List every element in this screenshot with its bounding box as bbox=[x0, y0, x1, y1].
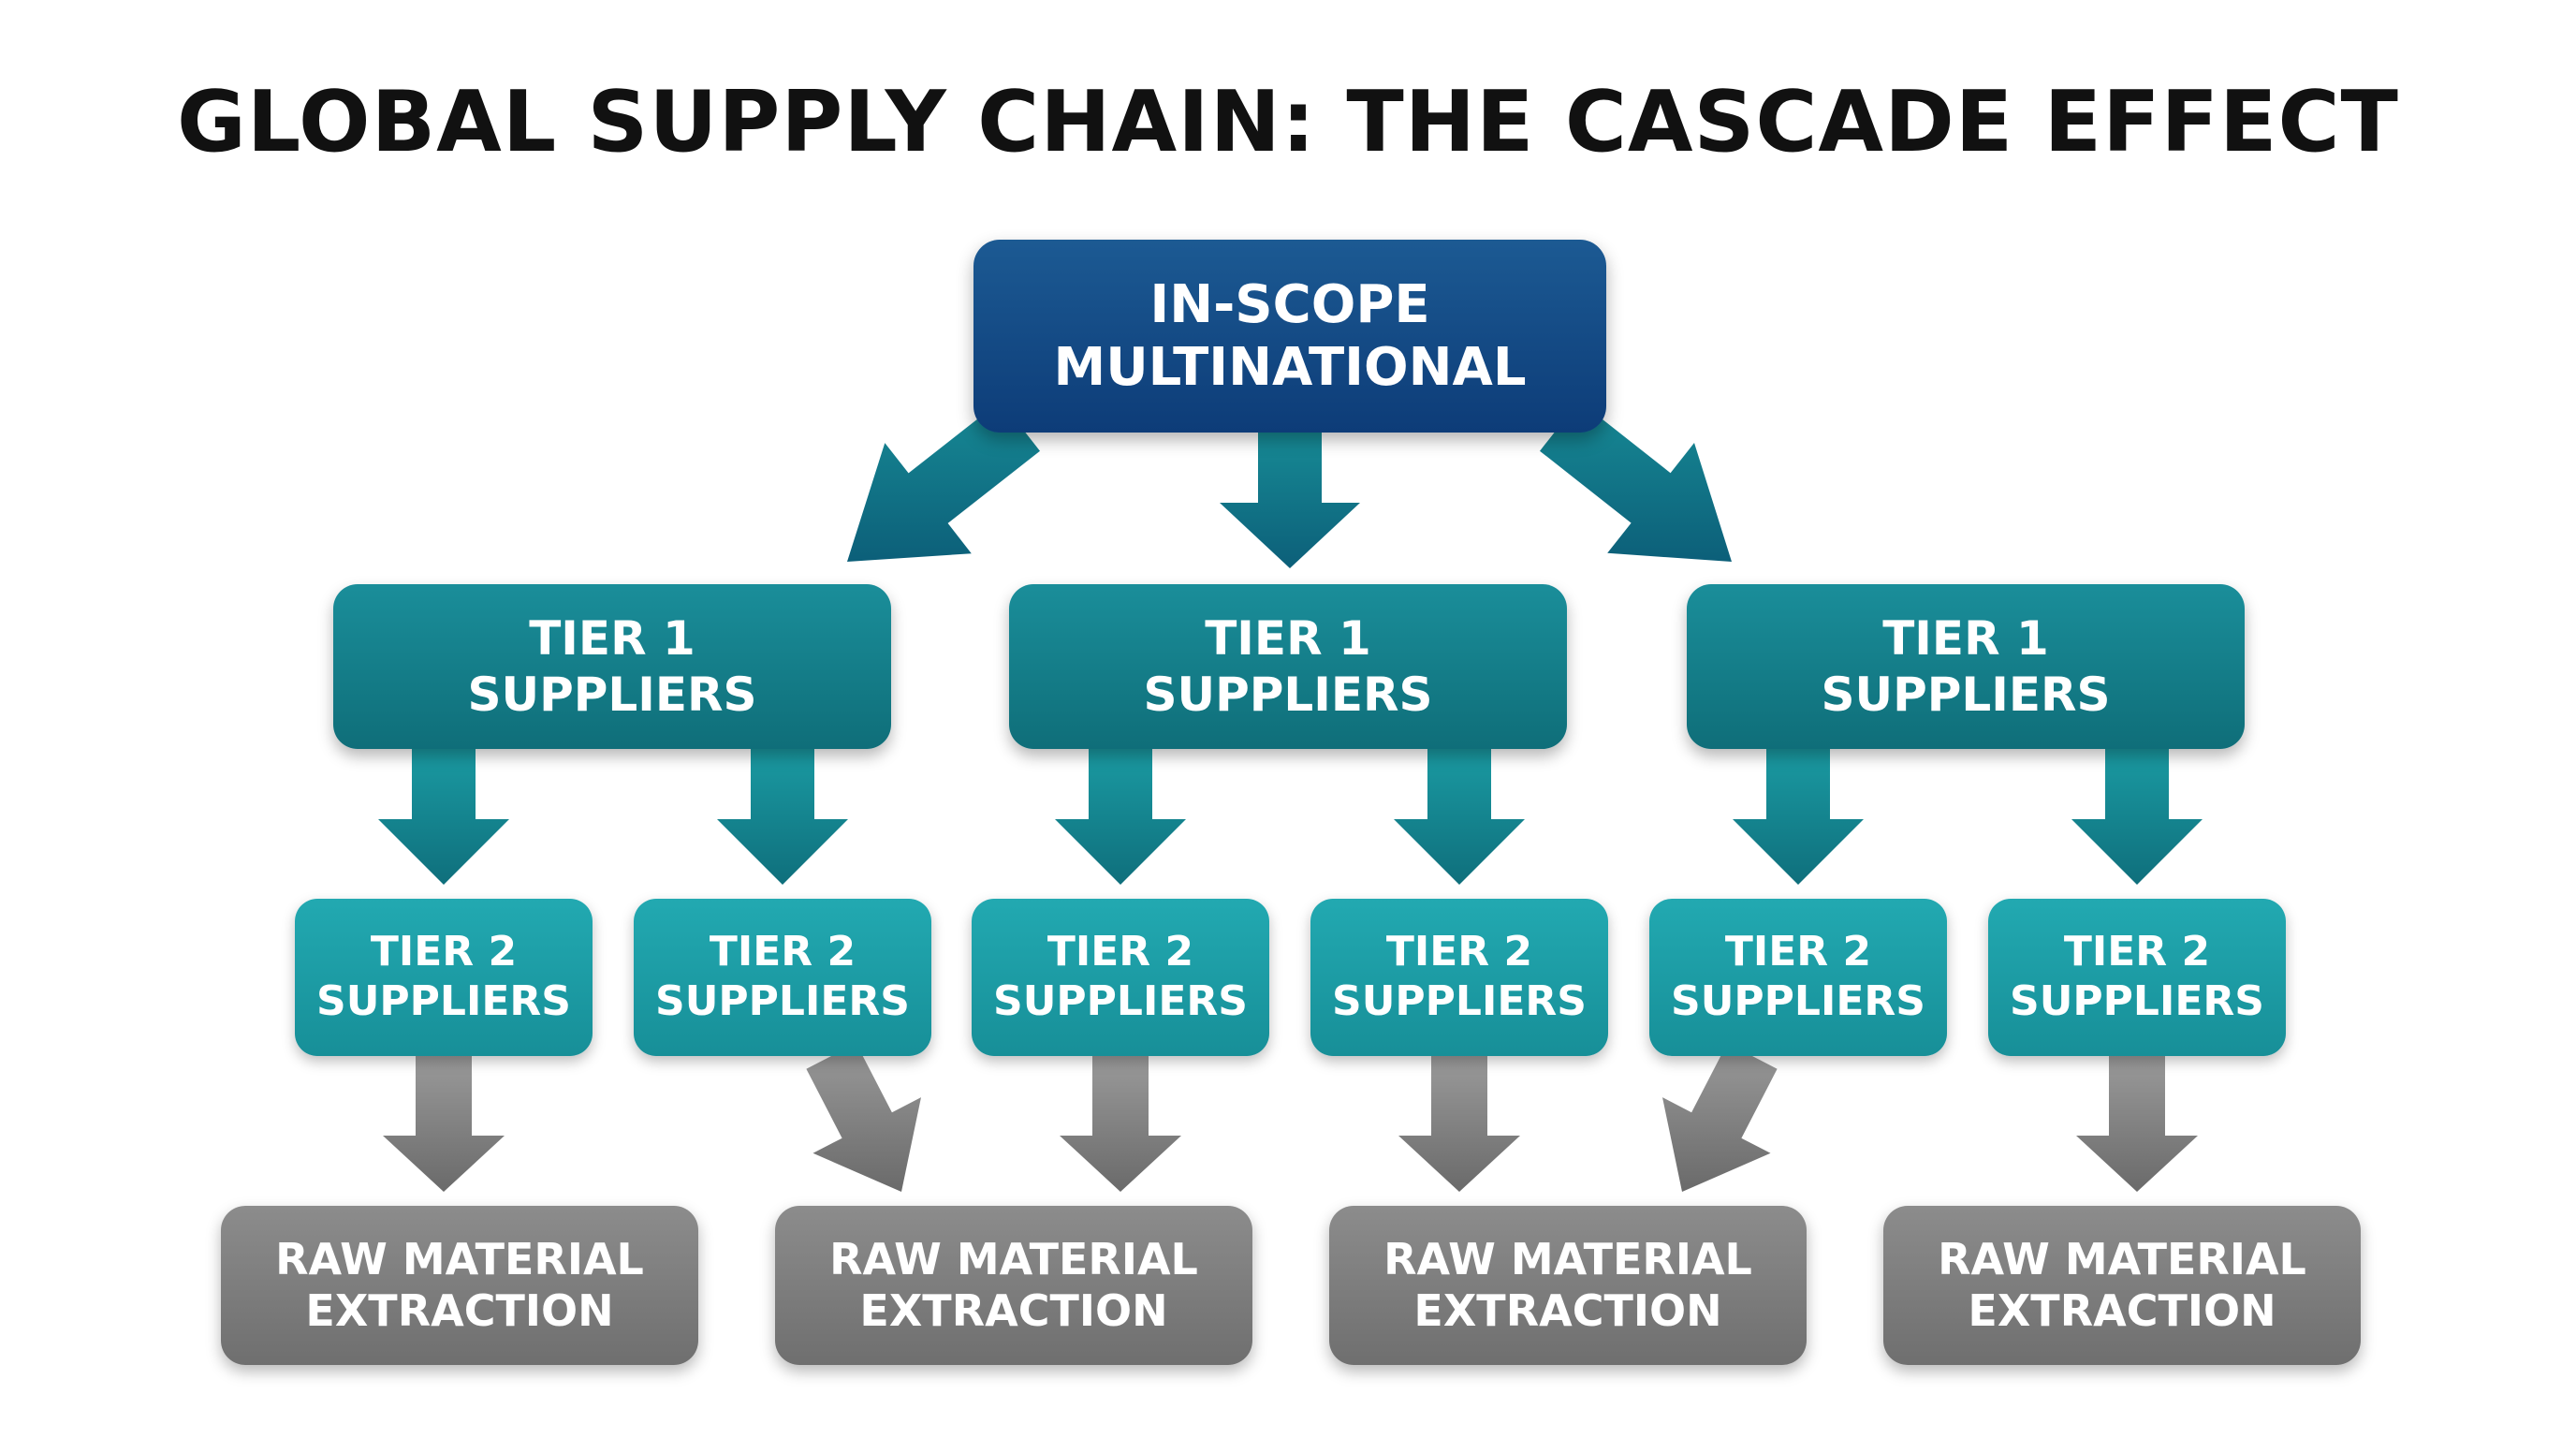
node-label-line1: TIER 2 bbox=[370, 928, 518, 976]
raw-material-node-3: RAW MATERIAL EXTRACTION bbox=[1329, 1206, 1807, 1365]
node-label-line2: SUPPLIERS bbox=[2010, 977, 2264, 1025]
node-label-line1: RAW MATERIAL bbox=[275, 1233, 644, 1284]
arrow-top-to-tier1-right bbox=[1540, 401, 1732, 562]
node-label-line2: SUPPLIERS bbox=[316, 977, 571, 1025]
tier2-suppliers-node-3: TIER 2 SUPPLIERS bbox=[972, 899, 1269, 1056]
raw-material-node-4: RAW MATERIAL EXTRACTION bbox=[1883, 1206, 2361, 1365]
node-label-line1: TIER 1 bbox=[1205, 611, 1371, 666]
tier2-suppliers-node-1: TIER 2 SUPPLIERS bbox=[295, 899, 593, 1056]
node-label-line2: MULTINATIONAL bbox=[1053, 337, 1527, 398]
node-label-line2: EXTRACTION bbox=[305, 1285, 614, 1336]
node-label-line1: RAW MATERIAL bbox=[1938, 1233, 2306, 1284]
arrow-tier1-to-tier2-5 bbox=[1733, 749, 1864, 885]
arrow-tier2-to-raw-3 bbox=[1060, 1056, 1181, 1192]
arrow-top-to-tier1-center bbox=[1220, 433, 1360, 568]
arrow-tier1-to-tier2-1 bbox=[378, 749, 509, 885]
node-label-line2: SUPPLIERS bbox=[1332, 977, 1587, 1025]
node-label-line1: IN-SCOPE bbox=[1149, 273, 1430, 335]
node-label-line2: SUPPLIERS bbox=[655, 977, 910, 1025]
arrow-tier1-to-tier2-3 bbox=[1055, 749, 1186, 885]
arrow-top-to-tier1-left bbox=[847, 401, 1040, 562]
arrow-tier2-to-raw-6 bbox=[2076, 1056, 2198, 1192]
node-label-line1: TIER 2 bbox=[1724, 928, 1872, 976]
node-label-line2: SUPPLIERS bbox=[1821, 668, 2111, 722]
tier2-suppliers-node-5: TIER 2 SUPPLIERS bbox=[1649, 899, 1947, 1056]
node-label-line1: TIER 2 bbox=[1385, 928, 1533, 976]
arrow-tier1-to-tier2-2 bbox=[717, 749, 848, 885]
tier2-suppliers-node-6: TIER 2 SUPPLIERS bbox=[1988, 899, 2286, 1056]
node-label-line1: TIER 1 bbox=[1882, 611, 2049, 666]
tier1-suppliers-node-2: TIER 1 SUPPLIERS bbox=[1009, 584, 1567, 749]
node-label-line2: EXTRACTION bbox=[859, 1285, 1168, 1336]
tier1-suppliers-node-1: TIER 1 SUPPLIERS bbox=[333, 584, 891, 749]
node-label-line1: TIER 1 bbox=[529, 611, 695, 666]
node-label-line2: SUPPLIERS bbox=[1671, 977, 1925, 1025]
tier1-suppliers-node-3: TIER 1 SUPPLIERS bbox=[1687, 584, 2245, 749]
node-label-line1: TIER 2 bbox=[1046, 928, 1194, 976]
node-label-line1: TIER 2 bbox=[2063, 928, 2211, 976]
node-label-line1: RAW MATERIAL bbox=[829, 1233, 1198, 1284]
raw-material-node-2: RAW MATERIAL EXTRACTION bbox=[775, 1206, 1252, 1365]
arrow-tier2-to-raw-5 bbox=[1662, 1043, 1778, 1192]
node-label-line2: SUPPLIERS bbox=[467, 668, 757, 722]
arrow-tier2-to-raw-4 bbox=[1398, 1056, 1520, 1192]
diagram-title: GLOBAL SUPPLY CHAIN: THE CASCADE EFFECT bbox=[177, 73, 2399, 171]
node-label-line1: TIER 2 bbox=[709, 928, 856, 976]
node-label-line1: RAW MATERIAL bbox=[1383, 1233, 1752, 1284]
in-scope-multinational-node: IN-SCOPE MULTINATIONAL bbox=[973, 240, 1606, 433]
arrow-tier2-to-raw-2 bbox=[806, 1043, 921, 1192]
node-label-line2: EXTRACTION bbox=[1413, 1285, 1722, 1336]
tier2-suppliers-node-4: TIER 2 SUPPLIERS bbox=[1310, 899, 1608, 1056]
tier2-suppliers-node-2: TIER 2 SUPPLIERS bbox=[634, 899, 931, 1056]
arrow-tier1-to-tier2-4 bbox=[1394, 749, 1525, 885]
node-label-line2: SUPPLIERS bbox=[993, 977, 1248, 1025]
arrow-tier1-to-tier2-6 bbox=[2071, 749, 2203, 885]
arrow-tier2-to-raw-1 bbox=[383, 1056, 505, 1192]
raw-material-node-1: RAW MATERIAL EXTRACTION bbox=[221, 1206, 698, 1365]
node-label-line2: SUPPLIERS bbox=[1143, 668, 1433, 722]
node-label-line2: EXTRACTION bbox=[1968, 1285, 2276, 1336]
